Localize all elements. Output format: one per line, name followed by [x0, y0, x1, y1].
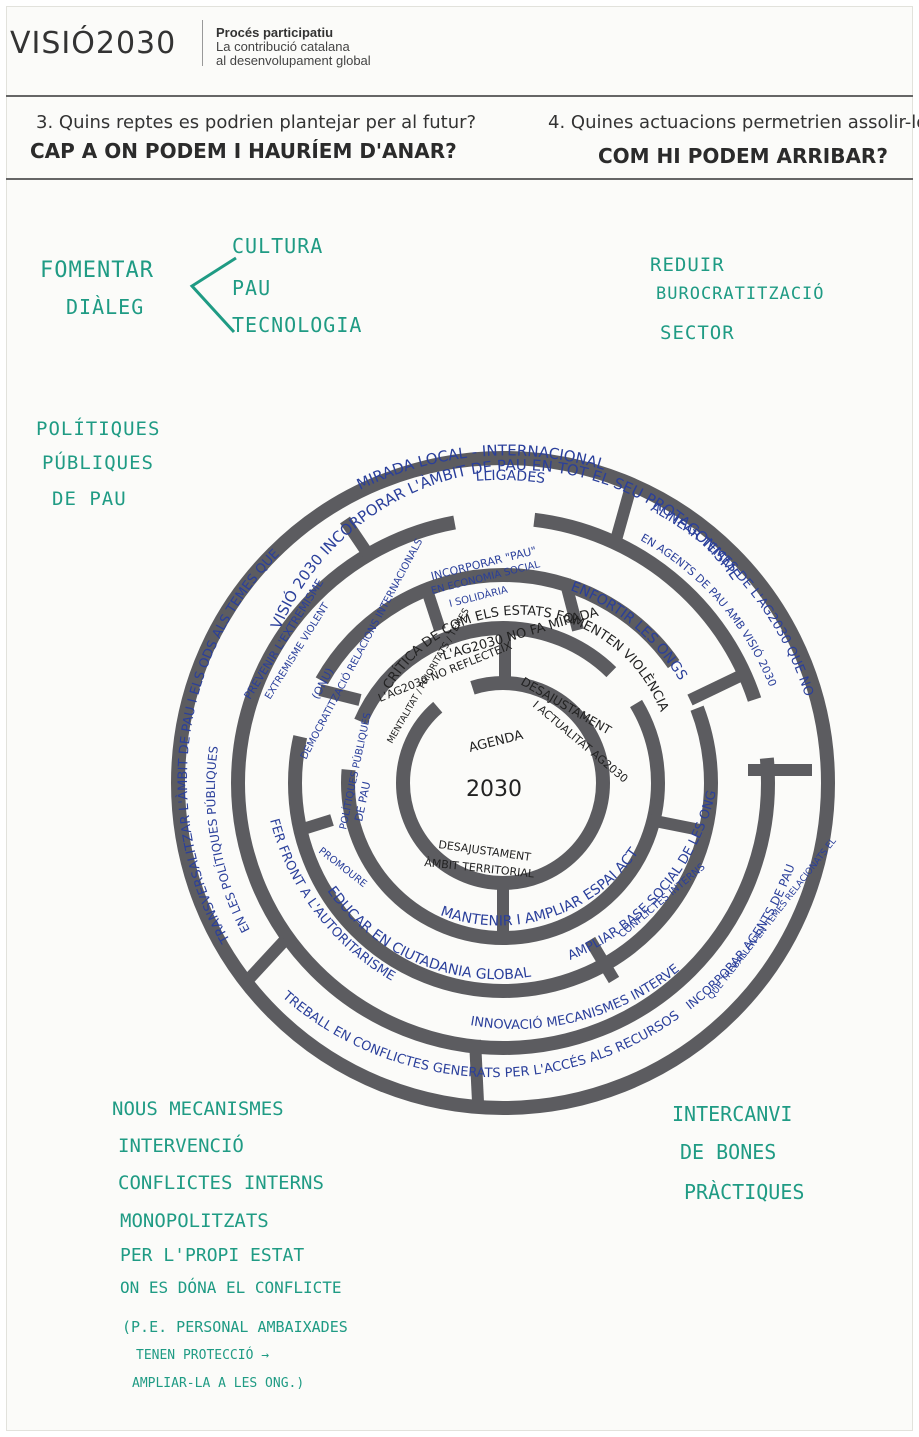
note-tecnologia: TECNOLOGIA [232, 313, 363, 337]
maze-note-innovacio: INNOVACIÓ MECANISMES INTERVENCIÓ [0, 0, 682, 1033]
note-reduir: REDUIR [650, 254, 725, 276]
maze-center-2030: 2030 [466, 777, 522, 802]
header-divider [202, 20, 203, 66]
header-rule-top [6, 95, 913, 97]
note-line: (P.E. PERSONAL AMBAIXADES [122, 1318, 348, 1336]
note-publiques: PÚBLIQUES [42, 452, 154, 474]
question-4-title: COM HI PODEM ARRIBAR? [598, 144, 888, 168]
process-subtitle-2: al desenvolupament global [216, 53, 371, 68]
maze-rings [171, 451, 835, 1115]
note-practiques: PRÀCTIQUES [684, 1180, 805, 1204]
note-line: CONFLICTES INTERNS [118, 1172, 324, 1194]
header-rule-bottom [6, 178, 913, 180]
note-intercanvi: INTERCANVI [672, 1102, 793, 1126]
note-cultura: CULTURA [232, 234, 324, 258]
note-line: TENEN PROTECCIÓ → [136, 1348, 270, 1363]
note-line: ON ES DÓNA EL CONFLICTE [120, 1278, 342, 1297]
note-line: NOUS MECANISMES [112, 1098, 284, 1120]
process-info: Procés participatiu La contribució catal… [216, 26, 371, 68]
question-3-title: CAP A ON PODEM I HAURÍEM D'ANAR? [30, 139, 457, 163]
note-line: AMPLIAR-LA A LES ONG.) [132, 1376, 305, 1391]
note-burocratitzacio: BUROCRATITZACIÓ [656, 284, 825, 304]
note-politiques: POLÍTIQUES [36, 418, 161, 440]
note-line: MONOPOLITZATS [120, 1210, 269, 1232]
maze-walls [243, 481, 812, 1103]
note-de-bones: DE BONES [680, 1140, 777, 1164]
note-dialeg: DIÀLEG [66, 295, 145, 319]
note-de-pau: DE PAU [52, 488, 127, 510]
note-branch-lines [189, 256, 237, 334]
question-3-text: 3. Quins reptes es podrien plantejar per… [36, 112, 477, 133]
note-fomentar: FOMENTAR [40, 258, 154, 283]
maze-note-lligades: LLIGADES [475, 468, 546, 487]
process-subtitle-1: La contribució catalana [216, 39, 350, 54]
maze-note-agenda: AGENDA [467, 728, 524, 756]
paper-sheet [6, 6, 913, 1431]
visio2030-logo: VISIÓ2030 [10, 26, 177, 61]
note-line: PER L'PROPI ESTAT [120, 1245, 305, 1266]
question-4-text: 4. Quines actuacions permetrien assolir-… [548, 112, 919, 133]
process-title: Procés participatiu [216, 25, 334, 40]
note-line: INTERVENCIÓ [118, 1135, 244, 1157]
note-pau: PAU [232, 276, 272, 300]
note-sector: SECTOR [660, 322, 735, 344]
